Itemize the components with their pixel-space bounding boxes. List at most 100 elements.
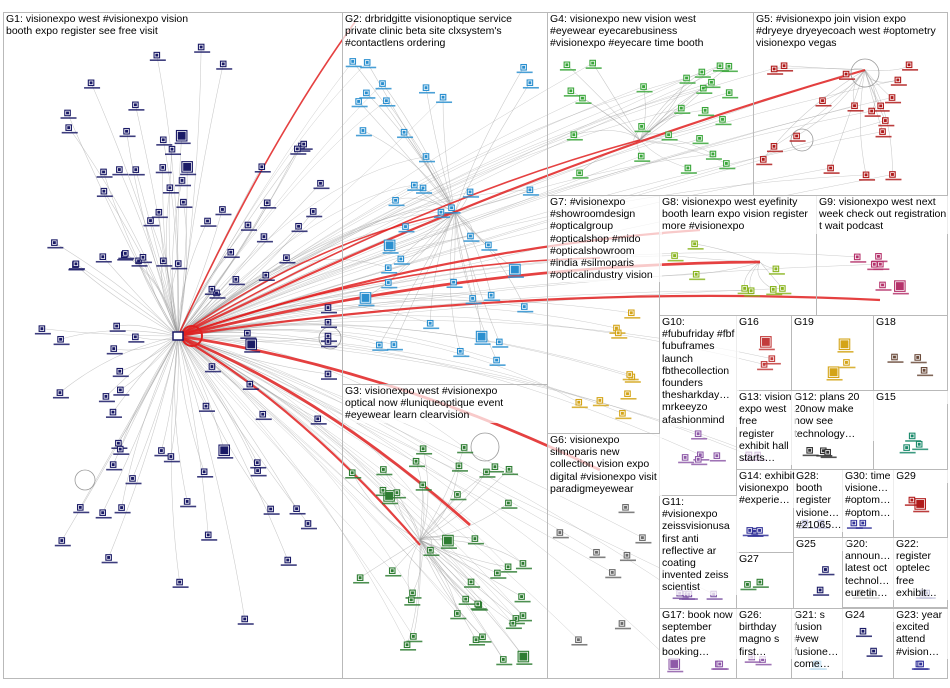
node-g10-1[interactable] [709, 452, 726, 462]
node-g4-2[interactable] [712, 62, 729, 72]
node-g1-45[interactable] [131, 257, 148, 267]
node-g1-35[interactable] [34, 325, 51, 335]
node-g2-38[interactable] [433, 208, 450, 219]
node-g1-43[interactable] [198, 402, 215, 412]
node-g4-3[interactable] [674, 104, 691, 114]
node-g4-1[interactable] [696, 84, 713, 94]
node-g1-61[interactable] [321, 370, 337, 380]
node-g4-22[interactable] [566, 131, 583, 141]
node-g6-1[interactable] [635, 534, 652, 544]
node-g2-9[interactable] [474, 330, 491, 345]
node-g3-8[interactable] [515, 612, 532, 622]
node-g2-6[interactable] [507, 263, 524, 278]
node-g1-33[interactable] [254, 163, 271, 173]
node-g5-14[interactable] [756, 156, 773, 166]
node-g8-2[interactable] [667, 252, 684, 262]
node-g1-70[interactable] [263, 505, 280, 515]
node-g1-42[interactable] [255, 410, 272, 421]
node-g3-33[interactable] [515, 560, 532, 570]
node-g3-22[interactable] [400, 641, 417, 651]
node-g1-86[interactable] [135, 253, 152, 264]
node-g1-19[interactable] [279, 254, 296, 264]
node-g10-2[interactable] [678, 454, 695, 464]
node-g1-93[interactable] [175, 177, 192, 187]
node-g15-1[interactable] [912, 440, 929, 451]
node-g24-0[interactable] [855, 627, 872, 638]
node-g9-4[interactable] [892, 280, 909, 295]
node-g4-18[interactable] [634, 123, 651, 133]
node-g1-9[interactable] [128, 166, 145, 176]
node-g1-40[interactable] [216, 60, 233, 70]
node-g8-4[interactable] [737, 285, 754, 295]
node-g8-7[interactable] [689, 270, 706, 281]
node-g1-63[interactable] [47, 239, 64, 249]
node-g1-62[interactable] [237, 615, 254, 625]
node-g4-16[interactable] [722, 89, 739, 99]
node-g1-32[interactable] [256, 233, 273, 243]
node-g1-23[interactable] [113, 386, 130, 396]
node-g1-50[interactable] [176, 198, 193, 209]
node-g6-6[interactable] [619, 551, 636, 562]
node-g1-79[interactable] [95, 509, 112, 519]
node-g4-0[interactable] [661, 131, 678, 141]
node-g1-30[interactable] [114, 504, 131, 514]
node-g18-1[interactable] [910, 354, 927, 364]
node-g4-19[interactable] [575, 94, 592, 104]
node-g3-12[interactable] [458, 595, 475, 605]
node-g3-3[interactable] [423, 546, 440, 557]
node-g4-12[interactable] [572, 169, 589, 179]
node-g1-18[interactable] [98, 393, 115, 403]
node-g5-15[interactable] [902, 61, 919, 71]
hub-node[interactable] [172, 331, 184, 341]
node-g15-0[interactable] [905, 432, 922, 442]
node-g1-82[interactable] [197, 468, 214, 478]
node-g3-36[interactable] [451, 462, 468, 472]
node-g2-27[interactable] [444, 204, 461, 214]
node-g3-18[interactable] [450, 491, 467, 501]
node-g1-91[interactable] [112, 166, 129, 176]
node-g6-7[interactable] [589, 548, 606, 559]
node-g19-0[interactable] [837, 338, 854, 353]
node-g1-29[interactable] [106, 461, 123, 471]
node-g3-1[interactable] [475, 633, 492, 643]
node-g1-28[interactable] [105, 408, 122, 418]
node-g28-0[interactable] [813, 519, 830, 529]
node-g3-25[interactable] [469, 636, 486, 646]
node-g1-84[interactable] [61, 124, 78, 134]
node-g3-24[interactable] [416, 445, 433, 455]
node-g1-2[interactable] [156, 136, 173, 146]
node-g2-30[interactable] [345, 58, 362, 68]
node-g10-4[interactable] [691, 430, 708, 440]
node-g4-15[interactable] [719, 160, 736, 170]
node-g1-41[interactable] [289, 505, 306, 515]
node-g5-3[interactable] [885, 171, 902, 181]
node-g8-1[interactable] [766, 286, 783, 296]
node-g1-73[interactable] [321, 318, 337, 329]
node-g2-34[interactable] [423, 319, 440, 330]
node-g7-8[interactable] [622, 371, 639, 381]
node-g3-19[interactable] [505, 619, 522, 630]
node-g1-1[interactable] [154, 447, 171, 457]
node-g5-2[interactable] [859, 171, 876, 181]
node-g2-36[interactable] [463, 232, 480, 242]
node-g1-4[interactable] [174, 129, 191, 145]
node-g1-54[interactable] [165, 145, 182, 156]
node-g5-12[interactable] [789, 132, 806, 142]
node-g3-30[interactable] [490, 569, 507, 579]
node-g1-51[interactable] [244, 338, 261, 353]
node-g26-0[interactable] [755, 656, 772, 666]
node-g1-24[interactable] [209, 289, 226, 299]
node-g9-5[interactable] [850, 253, 867, 263]
node-g1-76[interactable] [240, 221, 257, 231]
node-g3-0[interactable] [464, 578, 481, 588]
node-g1-16[interactable] [215, 206, 232, 216]
node-g8-6[interactable] [775, 285, 792, 295]
node-g14-2[interactable] [752, 527, 769, 537]
node-g1-3[interactable] [101, 554, 118, 564]
node-g5-8[interactable] [847, 102, 864, 112]
node-g5-10[interactable] [767, 65, 784, 75]
node-g1-68[interactable] [128, 333, 145, 343]
node-g12-1[interactable] [802, 447, 819, 457]
node-g1-64[interactable] [163, 453, 180, 463]
node-g1-6[interactable] [200, 217, 217, 227]
